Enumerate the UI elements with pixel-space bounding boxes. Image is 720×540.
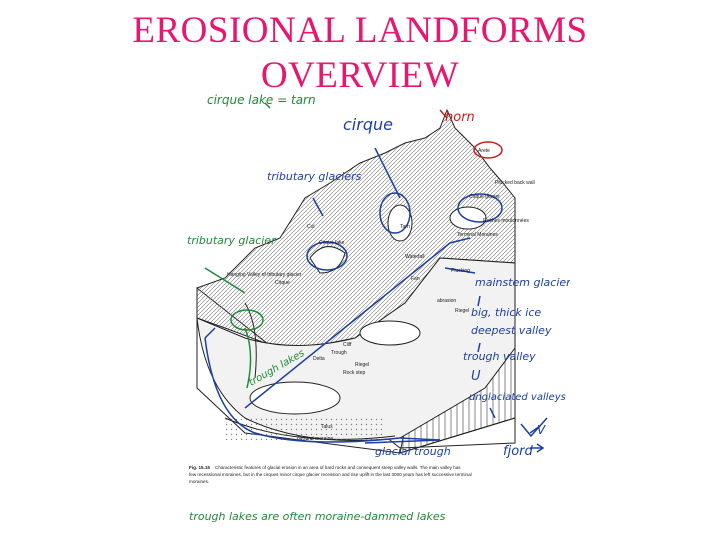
label-terminal-moraines: Terminal Moraines <box>457 232 498 238</box>
block-diagram-drawing: cirque lake = tarn tributary glacier tro… <box>185 88 570 540</box>
note-tributary-glaciers: tributary glaciers <box>267 170 362 183</box>
trough-lake-lower <box>249 381 341 415</box>
caption-fig-number: Fig. 15.15 <box>189 465 210 470</box>
label-col: Col <box>307 224 315 230</box>
label-cirque: Cirque <box>275 280 290 286</box>
note-big-thick-ice: big, thick ice <box>471 306 541 319</box>
label-abrasion: abrasion <box>437 298 456 304</box>
label-delta: Delta <box>313 356 325 362</box>
note-trough-valley: trough valley <box>463 350 536 363</box>
label-arete: Arete <box>478 148 490 154</box>
note-fjord: fjord <box>503 444 533 459</box>
label-cliff: Cliff <box>343 342 352 348</box>
label-riegel-1: Riegel <box>455 308 469 314</box>
note-unglaciated-valleys: unglaciated valleys <box>469 392 566 403</box>
note-horn: horn <box>445 110 475 125</box>
label-cirque-glacier: Cirque glacier <box>469 194 500 200</box>
slide-title-line-1: EROSIONAL LANDFORMS <box>132 10 588 51</box>
note-glacial-trough: glacial trough <box>375 445 451 458</box>
caption-line-3: moraines. <box>189 479 209 484</box>
note-footnote: trough lakes are often moraine-dammed la… <box>189 510 446 523</box>
label-trough: Trough <box>331 350 347 356</box>
label-plucking: Plucking <box>451 268 470 274</box>
label-hanging-valley: Hanging Valley of tributary glacier <box>227 272 302 278</box>
label-waterfall: Waterfall <box>405 254 425 260</box>
note-mainstem-glacier: mainstem glacier <box>475 276 570 289</box>
note-u-symbol: U <box>471 369 481 384</box>
note-v-symbol: V <box>537 423 546 437</box>
label-tarn: Tarn <box>400 224 410 230</box>
note-deepest-valley: deepest valley <box>471 324 552 337</box>
label-fan: Fan <box>411 276 420 282</box>
note-cirque-lake-tarn: cirque lake = tarn <box>207 93 316 107</box>
trough-lake-upper <box>359 320 421 346</box>
label-roches-moutonnees: Roches moutonnées <box>483 218 529 224</box>
label-rock-step: Rock step <box>343 370 365 376</box>
label-plucked-back-wall: Plucked back wall <box>495 180 535 186</box>
note-tributary-glacier: tributary glacier <box>187 234 277 247</box>
note-cirque: cirque <box>343 115 393 134</box>
label-ground-moraine: Ground moraine <box>297 436 333 442</box>
caption-line-2: few recessional moraines, but in the cir… <box>189 472 472 477</box>
caption-line-1: Characteristic features of glacial erosi… <box>215 465 461 470</box>
slide-title: EROSIONAL LANDFORMS OVERVIEW <box>0 8 720 98</box>
label-riegel-2: Riegel <box>355 362 369 368</box>
label-talus: Talus <box>321 424 333 430</box>
label-cirque-lake: Cirque lake <box>319 240 345 246</box>
annotated-glacial-diagram: cirque lake = tarn tributary glacier tro… <box>185 88 570 540</box>
